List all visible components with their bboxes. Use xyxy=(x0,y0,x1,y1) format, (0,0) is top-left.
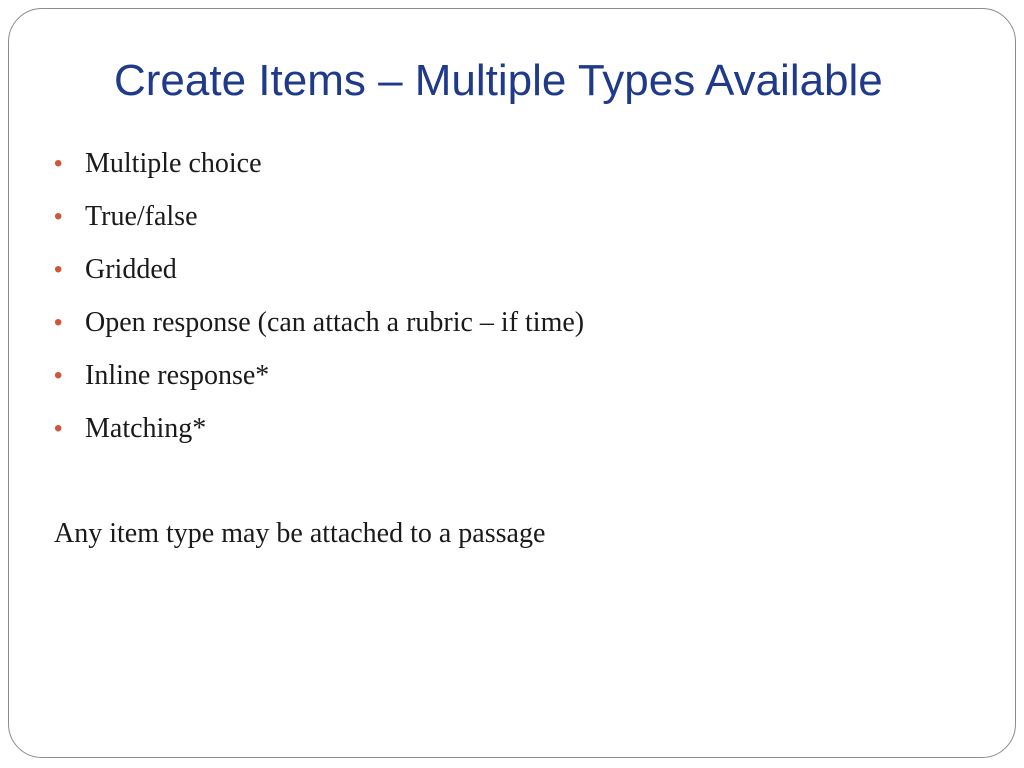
bullet-item-inline-response: • Inline response* xyxy=(54,354,584,407)
bullet-list: • Multiple choice • True/false • Gridded… xyxy=(54,142,584,460)
bullet-icon: • xyxy=(54,203,63,230)
bullet-text: Matching* xyxy=(85,413,207,444)
bullet-text: Multiple choice xyxy=(85,148,262,179)
bullet-icon: • xyxy=(54,415,63,442)
bullet-item-multiple-choice: • Multiple choice xyxy=(54,142,584,195)
slide-frame xyxy=(8,8,1016,758)
bullet-text: Inline response* xyxy=(85,360,270,391)
bullet-icon: • xyxy=(54,150,63,177)
bullet-item-gridded: • Gridded xyxy=(54,248,584,301)
passage-note: Any item type may be attached to a passa… xyxy=(54,518,546,549)
bullet-text: Gridded xyxy=(85,254,177,285)
bullet-item-true-false: • True/false xyxy=(54,195,584,248)
bullet-icon: • xyxy=(54,362,63,389)
bullet-text: True/false xyxy=(85,201,198,232)
bullet-item-open-response: • Open response (can attach a rubric – i… xyxy=(54,301,584,354)
bullet-text: Open response (can attach a rubric – if … xyxy=(85,307,585,338)
slide-title: Create Items – Multiple Types Available xyxy=(114,56,883,105)
bullet-icon: • xyxy=(54,309,63,336)
bullet-item-matching: • Matching* xyxy=(54,407,584,460)
bullet-icon: • xyxy=(54,256,63,283)
